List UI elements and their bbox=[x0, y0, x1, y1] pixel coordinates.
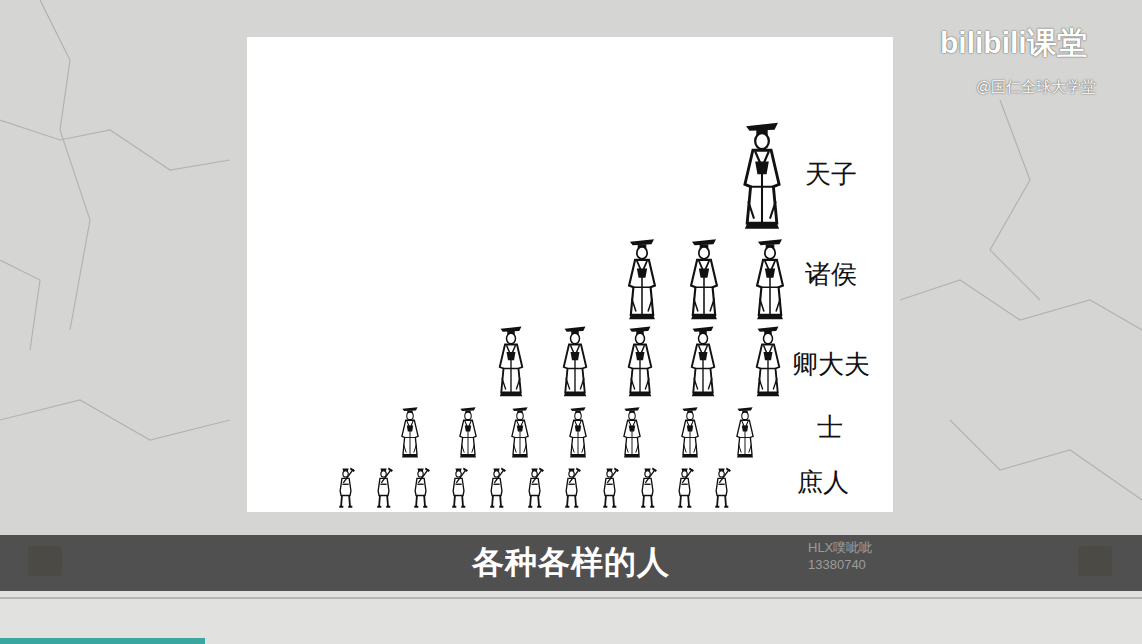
player-strip bbox=[0, 590, 1142, 644]
diagram-panel bbox=[247, 37, 893, 512]
uploader-watermark: 13380740 bbox=[808, 558, 866, 573]
watermark: @国仁全球大学堂 bbox=[976, 78, 1096, 95]
subtitle-text: 各种各样的人 bbox=[472, 541, 670, 585]
rank-label: 天子 bbox=[805, 160, 857, 190]
hierarchy-figures bbox=[339, 123, 783, 507]
rank-label: 诸侯 bbox=[805, 260, 857, 290]
uploader-watermark: HLX噗呲呲 bbox=[808, 541, 872, 556]
subtitle-band: 各种各样的人 bbox=[0, 535, 1142, 591]
rank-label: 士 bbox=[817, 413, 843, 443]
player-line bbox=[0, 598, 1142, 599]
rank-label: 庶人 bbox=[797, 468, 849, 498]
watermark: bilibili课堂 bbox=[940, 26, 1087, 61]
progress-bar bbox=[0, 638, 205, 644]
marble-cracks bbox=[0, 0, 1142, 610]
rank-label: 卿大夫 bbox=[792, 350, 870, 380]
